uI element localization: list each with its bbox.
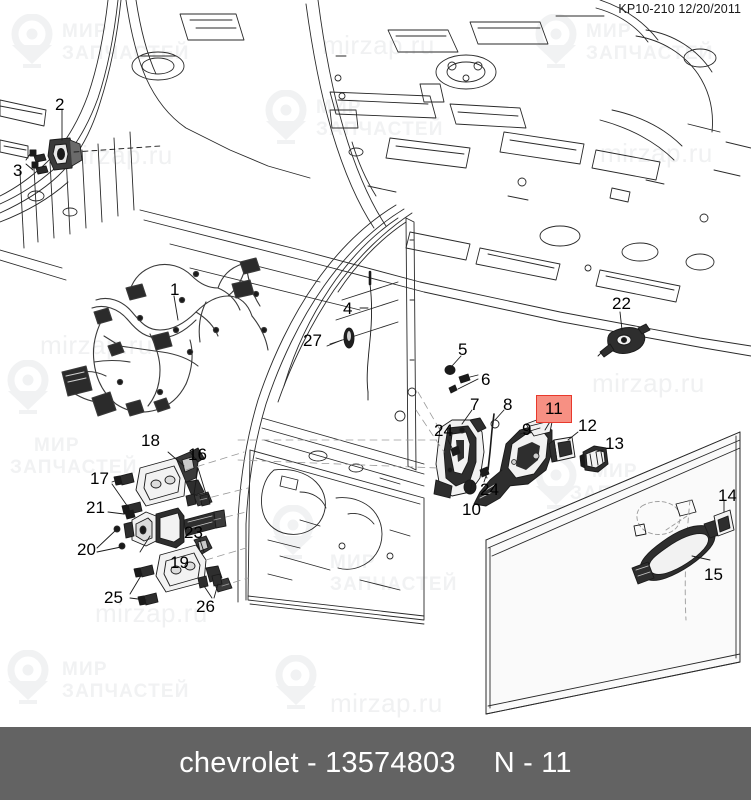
leader-lines-door-frame	[326, 307, 369, 347]
exploded-parts-drawing	[0, 0, 751, 715]
callout-8: 8	[503, 395, 513, 414]
part-23-lower-hinge-drawing	[155, 535, 233, 593]
part-22-key-remote-drawing	[597, 323, 651, 358]
door-outer-panel-drawing	[485, 431, 741, 715]
hinge-assembly-dashed-lines	[185, 451, 249, 587]
footer-bar: chevrolet - 13574803 N - 11	[0, 727, 751, 800]
callout-20: 20	[77, 540, 96, 559]
part-25-bolts-drawing	[133, 564, 159, 606]
callout-15: 15	[704, 565, 723, 584]
callout-7: 7	[470, 395, 480, 414]
callout-10: 10	[462, 500, 481, 519]
callout-18: 18	[141, 431, 160, 450]
part-1-wiring-harness-drawing	[61, 257, 269, 417]
callout-27: 27	[303, 331, 322, 350]
catalog-page-code: KP10-210 12/20/2011	[618, 2, 741, 16]
leader-lines-outer-panel	[665, 499, 725, 561]
callout-11-highlighted[interactable]: 11	[536, 395, 572, 423]
callout-26: 26	[196, 597, 215, 616]
part-26-bolts-drawing	[197, 573, 223, 589]
callout-21: 21	[86, 498, 105, 517]
callout-25: 25	[104, 588, 123, 607]
callout-12: 12	[578, 416, 597, 435]
callout-16: 16	[188, 445, 207, 464]
callout-22: 22	[612, 294, 631, 313]
callout-5: 5	[458, 340, 468, 359]
leader-lines-hinge-group	[96, 451, 219, 601]
callout-24-upper: 24	[434, 421, 453, 440]
part-19-door-check-drawing	[123, 507, 227, 549]
callout-24-lower: 24	[480, 480, 499, 499]
assembly-dashed-lines	[237, 391, 445, 469]
body-structure-drawing	[0, 0, 751, 357]
callout-13: 13	[605, 434, 624, 453]
leader-line-part-22	[619, 311, 623, 331]
callout-1: 1	[170, 280, 180, 299]
parts-5-6-fasteners-drawing	[444, 365, 471, 394]
footer-part-number: chevrolet - 13574803	[179, 747, 456, 779]
callout-2: 2	[55, 95, 65, 114]
part-9-handle-bracket-drawing	[473, 417, 553, 507]
part-4-rod-drawing	[366, 270, 372, 401]
callout-19: 19	[170, 553, 189, 572]
part-12-cover-drawing	[548, 436, 576, 463]
part-18-upper-hinge-drawing	[135, 447, 213, 507]
footer-page-number: N - 11	[493, 747, 572, 779]
callout-6: 6	[481, 370, 491, 389]
part-14-handle-bezel-drawing	[713, 509, 735, 537]
callout-17: 17	[90, 469, 109, 488]
part-3-bolts-drawing	[29, 149, 49, 175]
callout-9: 9	[522, 420, 532, 439]
part-27-grommet-drawing	[343, 327, 355, 349]
callout-4: 4	[343, 299, 353, 318]
part-13-lock-cylinder-drawing	[579, 445, 609, 473]
leader-line-part-1	[173, 295, 179, 321]
callout-3: 3	[13, 161, 23, 180]
part-2-striker-drawing	[47, 137, 83, 171]
door-inner-panel-drawing	[237, 204, 425, 625]
leader-lines-upper-left	[25, 109, 161, 171]
callout-23: 23	[184, 523, 203, 542]
part-16-bolts-drawing	[185, 493, 211, 507]
callout-14: 14	[718, 486, 737, 505]
